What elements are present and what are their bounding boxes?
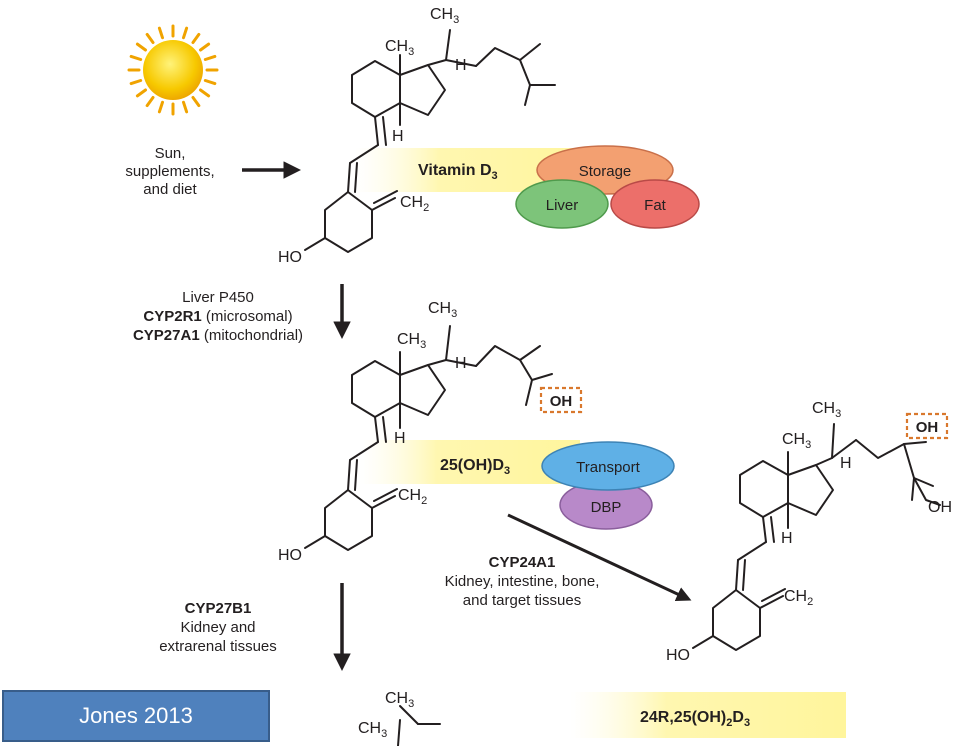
source-label-line2: supplements, xyxy=(125,163,214,180)
sun-ray xyxy=(199,42,211,52)
svg-text:CH3: CH3 xyxy=(397,331,426,351)
oh-highlight-box-24 xyxy=(905,412,949,440)
sun-ray xyxy=(135,42,147,52)
sun-ray xyxy=(135,88,147,98)
vitamin-d3-label: Vitamin D3 xyxy=(418,162,498,182)
svg-text:H: H xyxy=(781,530,793,547)
svg-text:CH3: CH3 xyxy=(430,6,459,26)
citation-box: Jones 2013 xyxy=(2,690,270,742)
calcidiol-label: 25(OH)D3 xyxy=(440,457,510,477)
cyp27b1-sites-line2: extrarenal tissues xyxy=(159,638,277,655)
bottom-partial-structure: CH3 CH3 xyxy=(358,690,441,746)
svg-text:OH: OH xyxy=(928,499,952,516)
svg-text:CH3: CH3 xyxy=(428,300,457,320)
svg-text:CH2: CH2 xyxy=(784,588,813,608)
calcidiol-structure: CH3 CH3 H H CH2 HO OH 25(OH)D3 xyxy=(278,300,583,564)
svg-text:H: H xyxy=(392,128,404,145)
cyp2r1-label: CYP2R1 (microsomal) xyxy=(143,308,292,325)
storage-cluster: Storage Liver Fat xyxy=(515,145,700,229)
svg-text:CH2: CH2 xyxy=(400,194,429,214)
cyp24a1-sites-line1: Kidney, intestine, bone, xyxy=(445,573,600,590)
sun-ray xyxy=(203,79,217,86)
sun-icon xyxy=(127,24,219,116)
vitamin-d3-structure: CH3 CH3 H H CH2 HO Vitamin D3 xyxy=(278,6,595,266)
cyp24a1-label: CYP24A1 xyxy=(489,554,556,571)
svg-text:CH3: CH3 xyxy=(358,720,387,740)
dihydroxy-label: 24R,25(OH)2D3 xyxy=(640,709,750,729)
cyp27a1-label: CYP27A1 (mitochondrial) xyxy=(133,327,303,344)
sun-ray xyxy=(129,79,143,86)
svg-text:OH: OH xyxy=(916,419,939,436)
source-label-line3: and diet xyxy=(143,181,197,198)
liver-label: Liver xyxy=(546,197,579,214)
liver-p450-label: Liver P450 xyxy=(182,289,254,306)
sun-ray xyxy=(145,96,155,108)
sun-ray xyxy=(129,54,143,61)
svg-text:CH3: CH3 xyxy=(385,38,414,58)
sun-ray xyxy=(157,26,164,40)
svg-text:OH: OH xyxy=(550,393,573,410)
sun-ray xyxy=(182,100,189,114)
svg-text:H: H xyxy=(455,57,467,74)
dbp-label: DBP xyxy=(591,499,622,516)
transport-label: Transport xyxy=(576,459,640,476)
svg-text:H: H xyxy=(394,430,406,447)
cyp27b1-sites-line1: Kidney and xyxy=(180,619,255,636)
fat-label: Fat xyxy=(644,197,667,214)
sun-ray xyxy=(199,88,211,98)
svg-text:CH2: CH2 xyxy=(398,487,427,507)
fat-ellipse xyxy=(610,179,700,229)
dihydroxy-structure: CH3 CH3 H H CH2 HO OH OH xyxy=(666,400,952,664)
cyp27b1-label: CYP27B1 xyxy=(185,600,252,617)
svg-text:CH3: CH3 xyxy=(385,690,414,710)
source-label-line1: Sun, xyxy=(155,145,186,162)
oh-highlight-box xyxy=(539,386,583,414)
svg-text:H: H xyxy=(840,455,852,472)
cyp24a1-sites-line2: and target tissues xyxy=(463,592,581,609)
sun-ray xyxy=(145,32,155,44)
svg-text:CH3: CH3 xyxy=(782,431,811,451)
svg-text:H: H xyxy=(455,355,467,372)
svg-text:HO: HO xyxy=(278,547,302,564)
svg-text:HO: HO xyxy=(666,647,690,664)
transport-ellipse xyxy=(541,441,675,491)
dihydroxy-highlight xyxy=(570,692,846,738)
sun-ray xyxy=(191,32,201,44)
arrow-cyp24a1 xyxy=(507,513,692,601)
storage-label: Storage xyxy=(579,163,632,180)
transport-cluster: Transport DBP xyxy=(541,441,675,530)
sun-ray xyxy=(157,100,164,114)
svg-text:HO: HO xyxy=(278,249,302,266)
sun-ray xyxy=(182,26,189,40)
svg-text:CH3: CH3 xyxy=(812,400,841,420)
sun-ray xyxy=(191,96,201,108)
sun-ray xyxy=(203,54,217,61)
liver-ellipse xyxy=(515,179,609,229)
